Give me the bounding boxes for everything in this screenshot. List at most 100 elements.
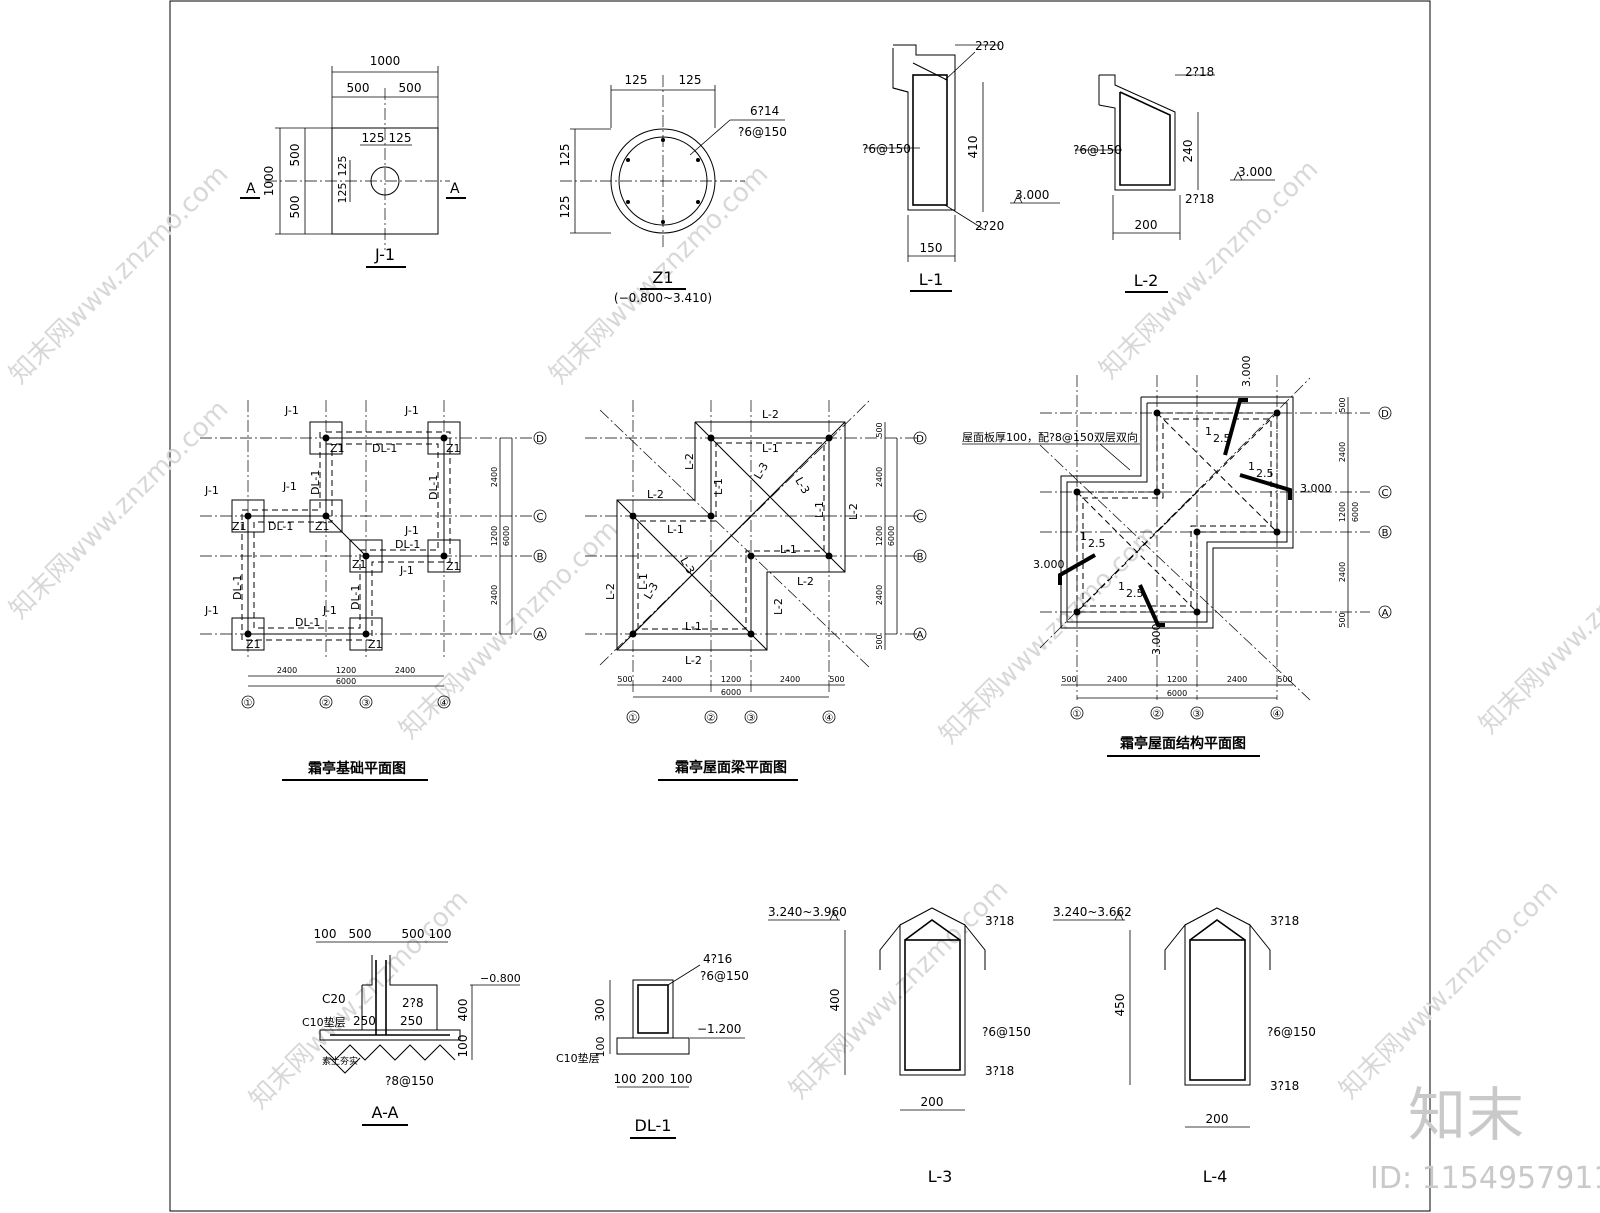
axis-label: D: [1381, 409, 1389, 420]
bar-label: 2?8: [402, 996, 424, 1010]
axis-label: C: [917, 512, 924, 523]
watermark-text: 知末网www.znzmo.com: [244, 884, 475, 1115]
column-dots: [1073, 409, 1281, 616]
axis-label: ④: [440, 698, 449, 709]
beam-label: L-2: [683, 453, 696, 470]
axis-label: ①: [629, 713, 638, 724]
v-dim: 1200: [1338, 502, 1347, 522]
sheet-border: [169, 0, 1431, 1212]
stirrup-label: ?6@150: [738, 125, 787, 139]
elevation-label: 3.000: [1300, 482, 1332, 495]
detail-l3: 3.240~3.960 3?18 400 ?6@150 3?18 200 L-3: [768, 905, 1031, 1186]
elevation-label: 3.000: [1240, 356, 1253, 388]
footing-label: J-1: [204, 604, 219, 617]
c10-bed: [616, 1037, 690, 1055]
roof-structure-plan: 1 2.5 1 2.5 1 2.5 1 2.5 3.000 3.000 3.00…: [962, 356, 1392, 757]
width-left: 250: [353, 1014, 376, 1028]
top-bar-label: 3?18: [1270, 914, 1299, 928]
axis-label: B: [917, 552, 924, 563]
c10-label: C10垫层: [302, 1015, 346, 1029]
v-dim: 1200: [875, 526, 884, 546]
h-dim: 1200: [721, 675, 741, 684]
column-label: Z1: [232, 520, 247, 533]
stirrup-label: ?6@150: [1267, 1025, 1316, 1039]
watermark-text: 知末网www.znzmo.com: [4, 159, 235, 390]
column-label: Z1: [368, 638, 383, 651]
dim: 500: [349, 927, 372, 941]
height-dim: 410: [966, 136, 980, 159]
axis-label: ②: [322, 698, 331, 709]
h-dim: 2400: [780, 675, 800, 684]
detail-title: L-3: [928, 1167, 953, 1186]
dim-left: 125: [625, 73, 648, 87]
h-dim: 2400: [395, 666, 415, 675]
dim-vertical-total: 1000: [262, 166, 276, 197]
detail-title: DL-1: [635, 1116, 672, 1135]
column-label: Z1: [330, 442, 345, 455]
v-dim: 2400: [875, 585, 884, 605]
height-dim: 400: [828, 989, 842, 1012]
width-right: 250: [400, 1014, 423, 1028]
detail-title: L-1: [919, 270, 944, 289]
beam-label: DL-1: [231, 575, 244, 600]
column-dots: [629, 434, 833, 638]
beam-label: L-2: [847, 503, 860, 520]
width-dim: 200: [642, 1072, 665, 1086]
beam-label: L-1: [813, 501, 826, 518]
detail-l1: 2?20 ?6@150 410 3.000 2?20 150 L-1: [862, 39, 1060, 292]
width-dim: 100: [614, 1072, 637, 1086]
bottom-bar-label: 2?18: [1185, 192, 1214, 206]
watermark-text: 知末网www.znzmo.com: [1334, 874, 1565, 1105]
bottom-bar-label: 3?18: [1270, 1079, 1299, 1093]
elevation-range: (−0.800~3.410): [614, 291, 712, 305]
detail-title: Z1: [652, 268, 673, 287]
width-dim: 200: [921, 1095, 944, 1109]
stirrup: [912, 74, 948, 206]
beam-label: L-1: [780, 543, 797, 556]
v-dim: 2400: [875, 467, 884, 487]
plan-title: 霜亭屋面结构平面图: [1119, 735, 1246, 752]
dim-inner-bottom: 125: [336, 183, 349, 204]
h-total: 6000: [721, 688, 741, 697]
axis-label: ③: [362, 698, 371, 709]
beam-label: L-2: [685, 654, 702, 667]
watermark-text: 知末网www.znzmo.com: [1094, 154, 1325, 385]
height-dim: 240: [1181, 140, 1195, 163]
plan-title: 霜亭屋面梁平面图: [674, 759, 787, 776]
footing-label: J-1: [404, 404, 419, 417]
slope-label: 1: [1080, 530, 1087, 543]
beam-label: DL-1: [295, 616, 320, 629]
axis-label: D: [916, 434, 924, 445]
dim-inner-top: 125: [336, 156, 349, 177]
h-dim: 500: [1061, 675, 1076, 684]
dim: 100: [429, 927, 452, 941]
slope-label: 1: [1248, 460, 1255, 473]
elevation-label: 3.000: [1015, 188, 1049, 202]
dim-top: 125: [558, 144, 572, 167]
mesh-label: ?8@150: [385, 1074, 434, 1088]
column-label: Z1: [246, 638, 261, 651]
height-dim: 300: [593, 999, 607, 1022]
axis-label: B: [1382, 528, 1389, 539]
column-label: Z1: [446, 560, 461, 573]
axis-label: ①: [244, 698, 253, 709]
column-dots: [244, 434, 448, 638]
column-label: Z1: [446, 442, 461, 455]
height-dim: 400: [456, 999, 470, 1022]
width-dim: 100: [670, 1072, 693, 1086]
top-bar-label: 2?20: [975, 39, 1004, 53]
bed-height-dim: 100: [594, 1037, 607, 1058]
plan-title: 霜亭基础平面图: [307, 760, 406, 777]
beam-label: L-1: [685, 620, 702, 633]
dim-right: 125: [679, 73, 702, 87]
axis-label: A: [917, 630, 924, 641]
height-dim: 100: [456, 1035, 470, 1058]
beam-label: DL-1: [395, 538, 420, 551]
h-dim: 500: [617, 675, 632, 684]
section-marks: [1058, 398, 1292, 627]
v-dim: 500: [1338, 397, 1347, 412]
watermark-id: ID: 1154957911: [1370, 1161, 1600, 1196]
footing-label: J-1: [404, 524, 419, 537]
elevation-label: −0.800: [480, 972, 521, 985]
h-total: 6000: [336, 677, 356, 686]
